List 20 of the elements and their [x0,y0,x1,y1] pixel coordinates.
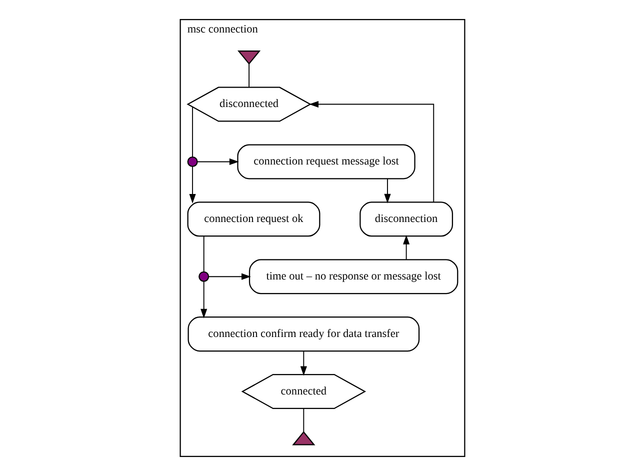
arrow [384,178,390,204]
node-box: connection request message lost [236,144,415,180]
node-circle [186,156,198,167]
node-box: time out – no response or message lost [248,259,458,294]
arrow [196,158,238,166]
node-triangle [237,50,260,65]
arrow [200,281,207,318]
node-triangle [292,431,315,446]
node-box: disconnection [359,202,453,237]
arrow [308,100,434,203]
arrow [300,350,306,376]
node-circle [198,271,209,282]
arrow [402,234,410,260]
connector [302,408,304,432]
node-box: connection confirm ready for data transfer [187,316,420,352]
arrow [188,166,196,204]
connector [202,236,204,272]
connector [248,63,250,88]
node-box: connection request ok [186,202,320,237]
arrow [208,273,250,280]
